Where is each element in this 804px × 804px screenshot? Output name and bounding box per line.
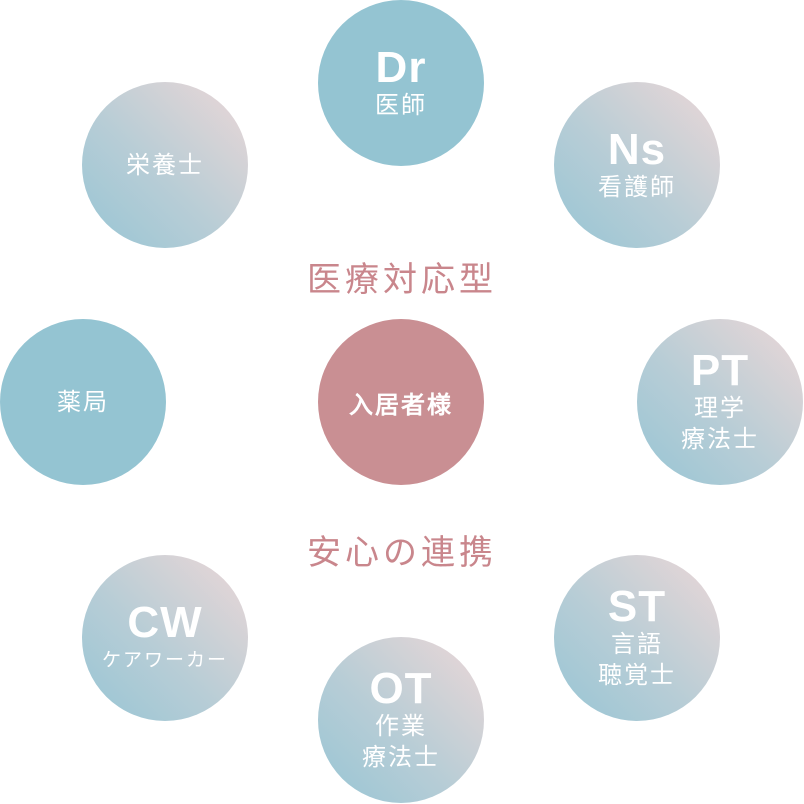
node-occupational-therapist: OT 作業 療法士	[318, 637, 484, 803]
node-name-line2: 療法士	[681, 425, 759, 453]
node-pharmacy: 薬局	[0, 319, 166, 485]
node-abbr: PT	[690, 346, 750, 395]
node-name: 医師	[375, 90, 427, 119]
node-name-line1: 理学	[694, 394, 746, 422]
center-label: 入居者様	[349, 390, 453, 419]
node-name-line1: 作業	[375, 712, 427, 740]
node-name-line1: 言語	[611, 630, 663, 658]
node-nurse: Ns 看護師	[554, 82, 720, 248]
node-name-line2: 聴覚士	[598, 661, 676, 689]
bottom-label: 安心の連携	[307, 533, 497, 573]
center-node-resident: 入居者様	[318, 319, 484, 485]
top-label: 医療対応型	[307, 260, 497, 300]
node-abbr: OT	[369, 664, 433, 713]
node-name: 栄養士	[126, 150, 204, 179]
node-nutritionist: 栄養士	[82, 82, 248, 248]
node-abbr: ST	[607, 582, 667, 631]
node-care-worker: CW ケアワーカー	[82, 555, 248, 721]
node-abbr: Dr	[375, 42, 427, 92]
node-doctor: Dr 医師	[318, 0, 484, 166]
node-abbr: CW	[127, 597, 203, 647]
node-name-line2: 療法士	[362, 743, 440, 771]
node-physical-therapist: PT 理学 療法士	[637, 319, 803, 485]
node-speech-therapist: ST 言語 聴覚士	[554, 555, 720, 721]
node-name: 薬局	[57, 387, 109, 416]
node-name: ケアワーカー	[101, 648, 228, 671]
node-abbr: Ns	[607, 124, 667, 174]
node-name: 看護師	[598, 172, 676, 201]
